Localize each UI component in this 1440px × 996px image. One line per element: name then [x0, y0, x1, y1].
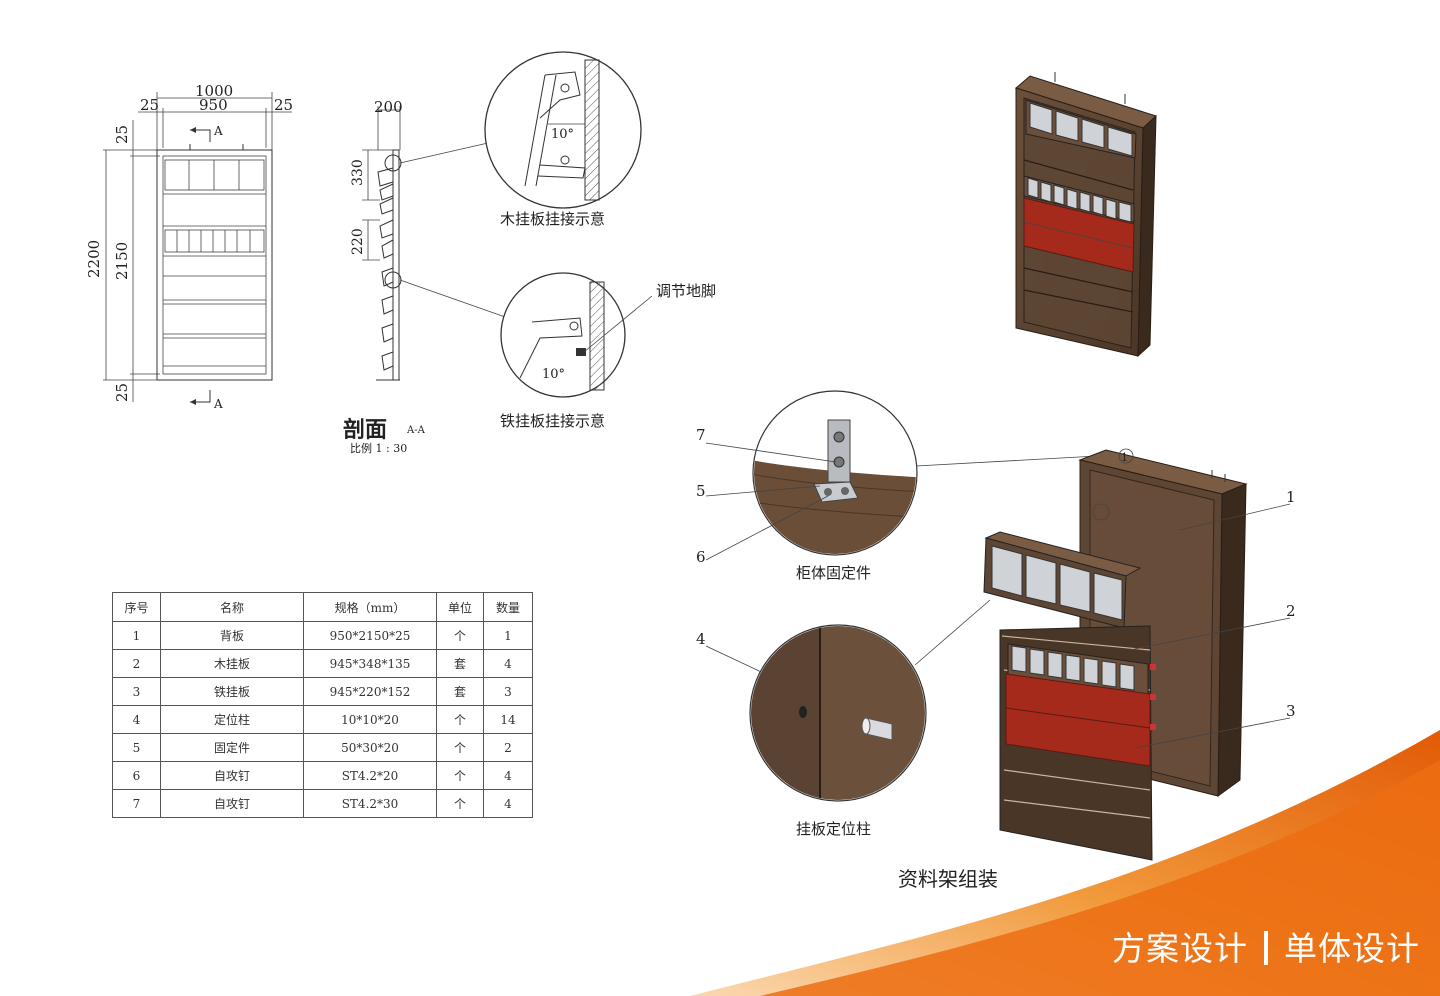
parts-table: 序号 名称 规格（mm） 单位 数量 1 背板 950*2150*25 个 1 … [112, 592, 533, 818]
cell: 套 [436, 649, 484, 678]
detail-pin: 挂板定位柱 [749, 599, 991, 838]
cell: 4 [112, 705, 161, 734]
section-view: 200 330 220 剖面 A-A 比例 1 : 30 [343, 98, 509, 455]
cell: 50*30*20 [303, 733, 437, 762]
cabinet-render [1014, 72, 1157, 358]
dim-upper-pitch: 330 [350, 159, 366, 186]
cell: 1 [112, 621, 161, 650]
dim-lower-pitch: 220 [350, 228, 366, 255]
dim-top: 25 [113, 125, 131, 144]
dim-inner-width: 950 [199, 96, 228, 114]
callout-7: 7 [696, 426, 706, 444]
dim-bottom: 25 [113, 383, 131, 402]
cell: 固定件 [160, 733, 304, 762]
front-elevation: 1000 950 25 25 A A 2200 2150 25 25 [85, 82, 293, 411]
cell: 个 [436, 621, 484, 650]
detail-iron-hanger: 10° 调节地脚 铁挂板挂接示意 [500, 272, 716, 430]
section-title: 剖面 [343, 417, 387, 443]
footer-separator [1264, 931, 1268, 965]
callout-3: 3 [1286, 702, 1296, 720]
section-mark-bottom: A [213, 397, 223, 411]
wood-angle: 10° [551, 127, 574, 142]
cell: 3 [112, 677, 161, 706]
table-row: 6 自攻钉 ST4.2*20 个 4 [112, 761, 533, 790]
exploded-assembly: 1 [898, 448, 1248, 891]
cell: 个 [436, 733, 484, 762]
table-row: 1 背板 950*2150*25 个 1 [112, 621, 533, 650]
section-title-suffix: A-A [406, 425, 426, 436]
col-unit: 单位 [436, 592, 484, 622]
cell: 945*348*135 [303, 649, 437, 678]
col-no: 序号 [112, 592, 161, 622]
cell: 4 [483, 789, 533, 818]
dim-side-right: 25 [274, 96, 293, 114]
cell: 个 [436, 761, 484, 790]
cell: ST4.2*20 [303, 761, 437, 790]
table-row: 3 铁挂板 945*220*152 套 3 [112, 677, 533, 706]
cell: 5 [112, 733, 161, 762]
cell: 14 [483, 705, 533, 734]
cell: 套 [436, 677, 484, 706]
detail-wood-hanger: 10° 木挂板挂接示意 [484, 51, 642, 228]
cell: 2 [112, 649, 161, 678]
cell: 2 [483, 733, 533, 762]
wood-caption: 木挂板挂接示意 [500, 210, 605, 228]
dim-total-width: 1000 [195, 82, 233, 100]
dim-side-left: 25 [140, 96, 159, 114]
cell: 6 [112, 761, 161, 790]
cell: 4 [483, 761, 533, 790]
assembly-title: 资料架组装 [898, 867, 998, 891]
table-row: 4 定位柱 10*10*20 个 14 [112, 705, 533, 734]
callouts-right: 1 2 3 [1129, 488, 1296, 749]
circle-mark: 1 [1121, 451, 1128, 464]
cell: 950*2150*25 [303, 621, 437, 650]
cell: 7 [112, 789, 161, 818]
footer-swoosh [690, 730, 1440, 996]
dim-depth: 200 [374, 98, 403, 116]
callout-1: 1 [1286, 488, 1296, 506]
col-spec: 规格（mm） [303, 592, 437, 622]
cell: 自攻钉 [160, 761, 304, 790]
iron-caption: 铁挂板挂接示意 [500, 412, 605, 430]
table-row: 2 木挂板 945*348*135 套 4 [112, 649, 533, 678]
callout-4: 4 [696, 630, 706, 648]
footer-title: 方案设计单体设计 [1112, 922, 1420, 970]
callout-6: 6 [696, 548, 706, 566]
table-row: 5 固定件 50*30*20 个 2 [112, 733, 533, 762]
cell: 铁挂板 [160, 677, 304, 706]
cell: 945*220*152 [303, 677, 437, 706]
table-row: 7 自攻钉 ST4.2*30 个 4 [112, 789, 533, 818]
cell: 木挂板 [160, 649, 304, 678]
pin-caption: 挂板定位柱 [796, 820, 871, 838]
cell: 定位柱 [160, 705, 304, 734]
cell: 背板 [160, 621, 304, 650]
table-header-row: 序号 名称 规格（mm） 单位 数量 [112, 592, 533, 622]
iron-angle: 10° [542, 367, 565, 382]
foot-label: 调节地脚 [656, 282, 716, 300]
fixing-caption: 柜体固定件 [796, 564, 871, 582]
cell: 3 [483, 677, 533, 706]
cell: 4 [483, 649, 533, 678]
footer-right-label: 单体设计 [1284, 929, 1420, 968]
dim-total-height: 2200 [85, 240, 103, 278]
footer-left-label: 方案设计 [1112, 929, 1248, 968]
dim-inner-height: 2150 [113, 242, 131, 280]
section-scale: 比例 1 : 30 [350, 441, 407, 455]
cell: 1 [483, 621, 533, 650]
callout-5: 5 [696, 482, 706, 500]
callout-2: 2 [1286, 602, 1296, 620]
cell: 个 [436, 789, 484, 818]
cell: 个 [436, 705, 484, 734]
cell: 自攻钉 [160, 789, 304, 818]
col-name: 名称 [160, 592, 304, 622]
col-qty: 数量 [483, 592, 533, 622]
section-mark-top: A [213, 124, 223, 138]
cell: ST4.2*30 [303, 789, 437, 818]
cell: 10*10*20 [303, 705, 437, 734]
